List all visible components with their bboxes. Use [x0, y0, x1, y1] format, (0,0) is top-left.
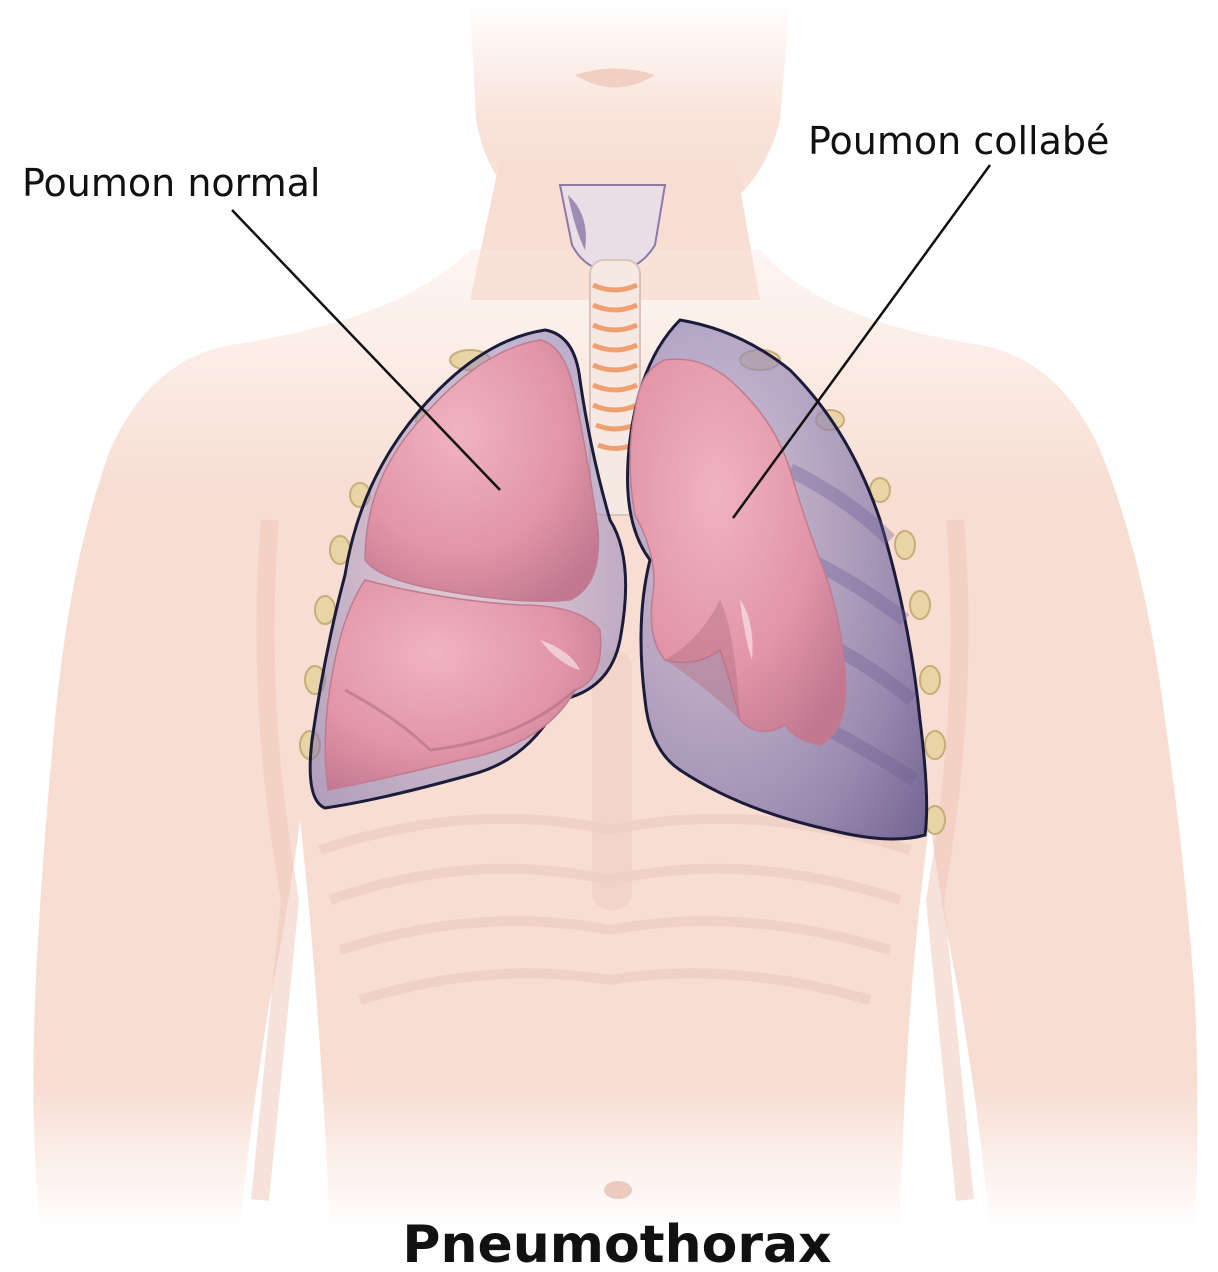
diagram-title: Pneumothorax [402, 1215, 831, 1272]
sternum-shape [592, 650, 632, 910]
navel-shape [604, 1181, 632, 1199]
label-collapsed-lung: Poumon collabé [808, 119, 1109, 163]
label-normal-lung: Poumon normal [22, 161, 320, 205]
